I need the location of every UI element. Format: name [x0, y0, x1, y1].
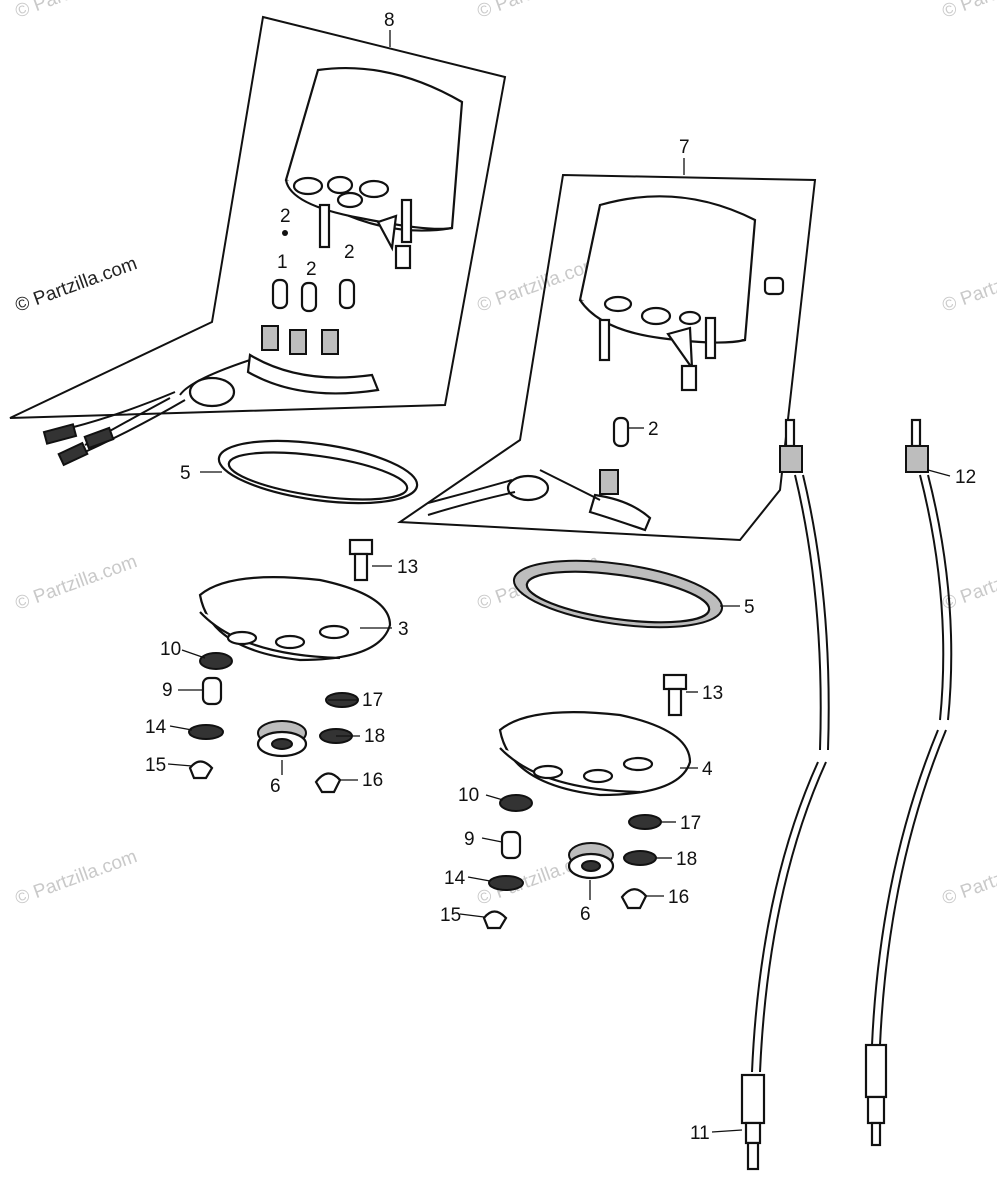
watermark: © Partzilla.com: [13, 846, 140, 910]
watermark: © Partzilla.com: [940, 0, 997, 23]
callout-5: 5: [180, 463, 191, 484]
watermark: © Partzilla.com: [475, 0, 602, 23]
callout-11: 11: [690, 1123, 710, 1144]
callout-17: 17: [680, 813, 701, 834]
watermark: © Partzilla.com: [940, 846, 997, 910]
callout-13: 13: [702, 683, 723, 704]
callout-10: 10: [458, 785, 479, 806]
callout-labels: 8 7 2 1 2 2 5 13 3 10 9 17 14 18 15 6 16…: [145, 10, 976, 1144]
callout-6: 6: [270, 776, 281, 797]
watermark: © Partzilla.com: [940, 253, 997, 317]
watermark: © Partzilla.com: [13, 0, 140, 23]
callout-1: 1: [277, 252, 288, 273]
callout-2: 2: [344, 242, 355, 263]
callout-3: 3: [398, 619, 409, 640]
callout-9: 9: [162, 680, 173, 701]
callout-17: 17: [362, 690, 383, 711]
callout-13: 13: [397, 557, 418, 578]
callout-5: 5: [744, 597, 755, 618]
callout-12: 12: [955, 467, 976, 488]
callout-10: 10: [160, 639, 181, 660]
callout-16: 16: [362, 770, 383, 791]
cable-12: [864, 418, 953, 1147]
leader-lines: [167, 427, 951, 1133]
callout-8: 8: [384, 10, 395, 31]
speedometer-assembly-left: [9, 15, 507, 467]
callout-2: 2: [280, 206, 291, 227]
right-lower-parts: [482, 559, 724, 930]
callout-18: 18: [676, 849, 697, 870]
left-lower-parts: [188, 439, 419, 794]
callout-14: 14: [444, 868, 466, 889]
callout-2: 2: [306, 259, 317, 280]
callout-15: 15: [440, 905, 461, 926]
callout-15: 15: [145, 755, 166, 776]
callout-16: 16: [668, 887, 689, 908]
callout-18: 18: [364, 726, 385, 747]
callout-14: 14: [145, 717, 167, 738]
callout-2: 2: [648, 419, 659, 440]
callout-6: 6: [580, 904, 591, 925]
callout-7: 7: [679, 137, 690, 158]
tachometer-assembly-right: [396, 158, 817, 542]
watermark: © Partzilla.com: [13, 253, 140, 317]
watermark: © Partzilla.com: [13, 551, 140, 615]
cable-11: [740, 418, 830, 1171]
callout-9: 9: [464, 829, 475, 850]
callout-4: 4: [702, 759, 713, 780]
